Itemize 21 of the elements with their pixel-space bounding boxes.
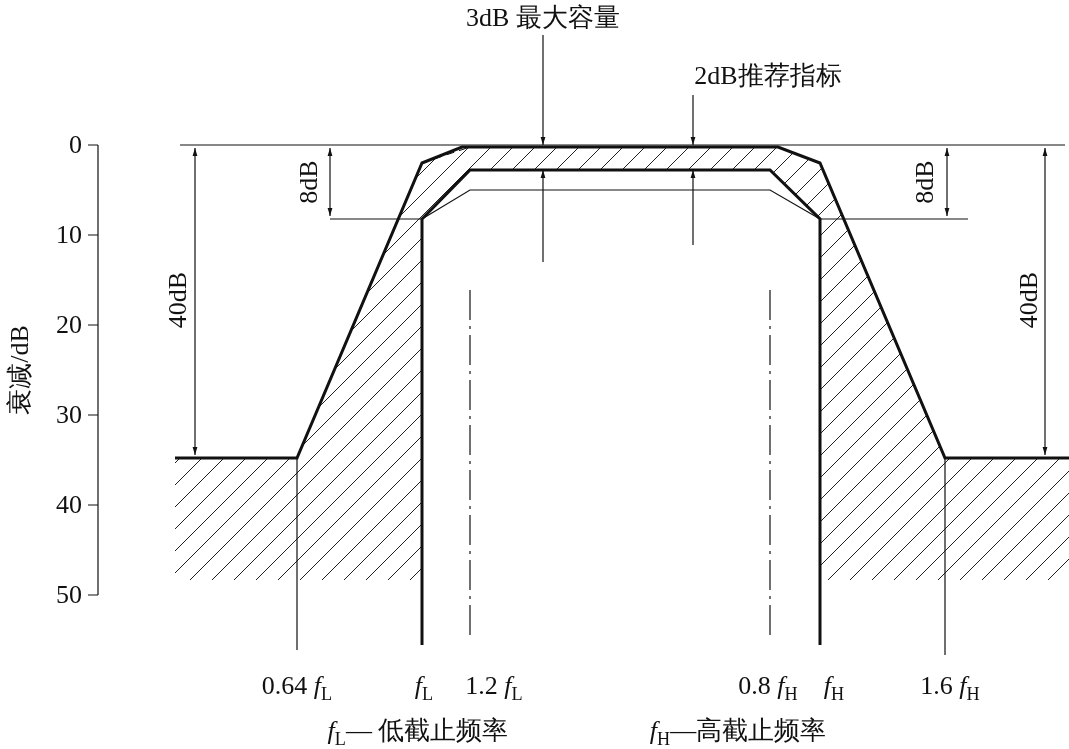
axis-tick-label: 30 xyxy=(56,402,82,428)
legend-note: f$_{L}$— 低截止频率 xyxy=(327,718,509,748)
axis-title: 衰减/dB xyxy=(7,325,33,415)
legend-note: f$_{H}$—高截止频率 xyxy=(649,718,827,748)
axis-tick-label: 50 xyxy=(56,582,82,608)
frequency-label: 0.64 f$_{L}$ xyxy=(261,673,333,703)
frequency-label: f$_{L}$ xyxy=(414,673,434,703)
dimension-label: 40dB xyxy=(165,271,191,329)
dimension-label: 8dB xyxy=(912,160,938,204)
frequency-label: 1.2 f$_{L}$ xyxy=(465,673,523,703)
callout-label: 2dB推荐指标 xyxy=(694,63,842,89)
axis-tick-label: 10 xyxy=(56,222,82,248)
frequency-label: 0.8 f$_{H}$ xyxy=(738,673,798,703)
axis-tick-label: 20 xyxy=(56,312,82,338)
dimension-label: 40dB xyxy=(1016,271,1042,329)
dimension-label: 8dB xyxy=(296,160,322,204)
axis-tick-label: 0 xyxy=(69,132,82,158)
frequency-label: f$_{H}$ xyxy=(823,673,845,703)
callout-label: 3dB 最大容量 xyxy=(466,5,620,31)
frequency-label: 1.6 f$_{H}$ xyxy=(920,673,980,703)
axis-tick-label: 40 xyxy=(56,492,82,518)
